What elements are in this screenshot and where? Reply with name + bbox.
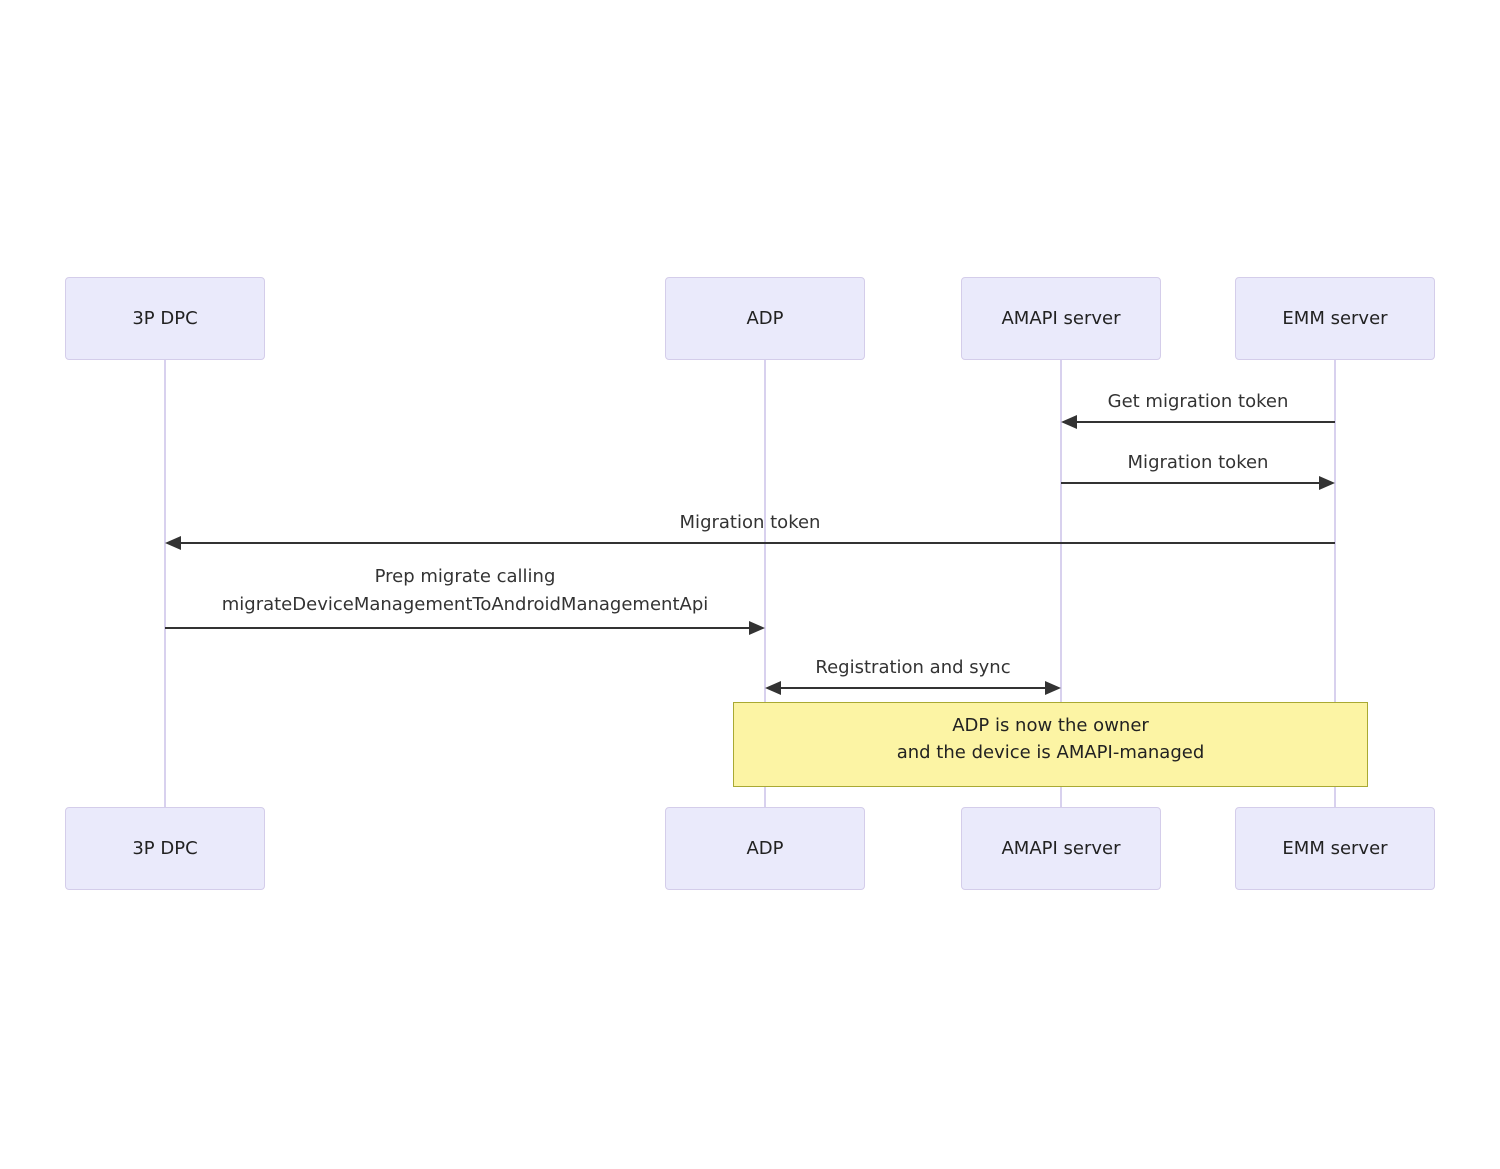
message-line-prep-migrate xyxy=(165,627,749,629)
actor-emm-server-bottom: EMM server xyxy=(1235,807,1435,890)
message-label-migration-token-to-dpc: Migration token xyxy=(679,512,821,533)
arrowhead-left-icon xyxy=(165,536,181,550)
message-label-prep-migrate-line1: Prep migrate calling xyxy=(374,566,556,587)
lifeline-3p-dpc xyxy=(164,360,166,807)
note-line1: ADP is now the owner xyxy=(952,715,1149,736)
note-adp-owner: ADP is now the owner and the device is A… xyxy=(733,702,1368,787)
arrowhead-right-icon xyxy=(1319,476,1335,490)
lifeline-amapi-server xyxy=(1060,360,1062,807)
message-line-migration-token-to-dpc xyxy=(181,542,1335,544)
message-line-registration-and-sync xyxy=(781,687,1045,689)
arrowhead-left-icon xyxy=(1061,415,1077,429)
message-line-get-migration-token xyxy=(1063,421,1335,423)
actor-3p-dpc-bottom: 3P DPC xyxy=(65,807,265,890)
message-line-migration-token-to-emm xyxy=(1061,482,1319,484)
message-label-migration-token-to-emm: Migration token xyxy=(1127,452,1269,473)
arrowhead-right-icon xyxy=(1045,681,1061,695)
arrowhead-left-icon xyxy=(765,681,781,695)
actor-adp-top: ADP xyxy=(665,277,865,360)
actor-emm-server-top: EMM server xyxy=(1235,277,1435,360)
actor-amapi-server-bottom: AMAPI server xyxy=(961,807,1161,890)
message-label-prep-migrate: Prep migrate calling migrateDeviceManage… xyxy=(165,563,765,619)
note-line2: and the device is AMAPI-managed xyxy=(896,742,1205,763)
lifeline-emm-server xyxy=(1334,360,1336,807)
arrowhead-right-icon xyxy=(749,621,765,635)
actor-amapi-server-top: AMAPI server xyxy=(961,277,1161,360)
actor-adp-bottom: ADP xyxy=(665,807,865,890)
lifeline-adp xyxy=(764,360,766,807)
message-label-get-migration-token: Get migration token xyxy=(1107,391,1289,412)
actor-3p-dpc-top: 3P DPC xyxy=(65,277,265,360)
message-label-prep-migrate-line2: migrateDeviceManagementToAndroidManageme… xyxy=(221,594,709,615)
message-label-registration-and-sync: Registration and sync xyxy=(815,657,1011,678)
